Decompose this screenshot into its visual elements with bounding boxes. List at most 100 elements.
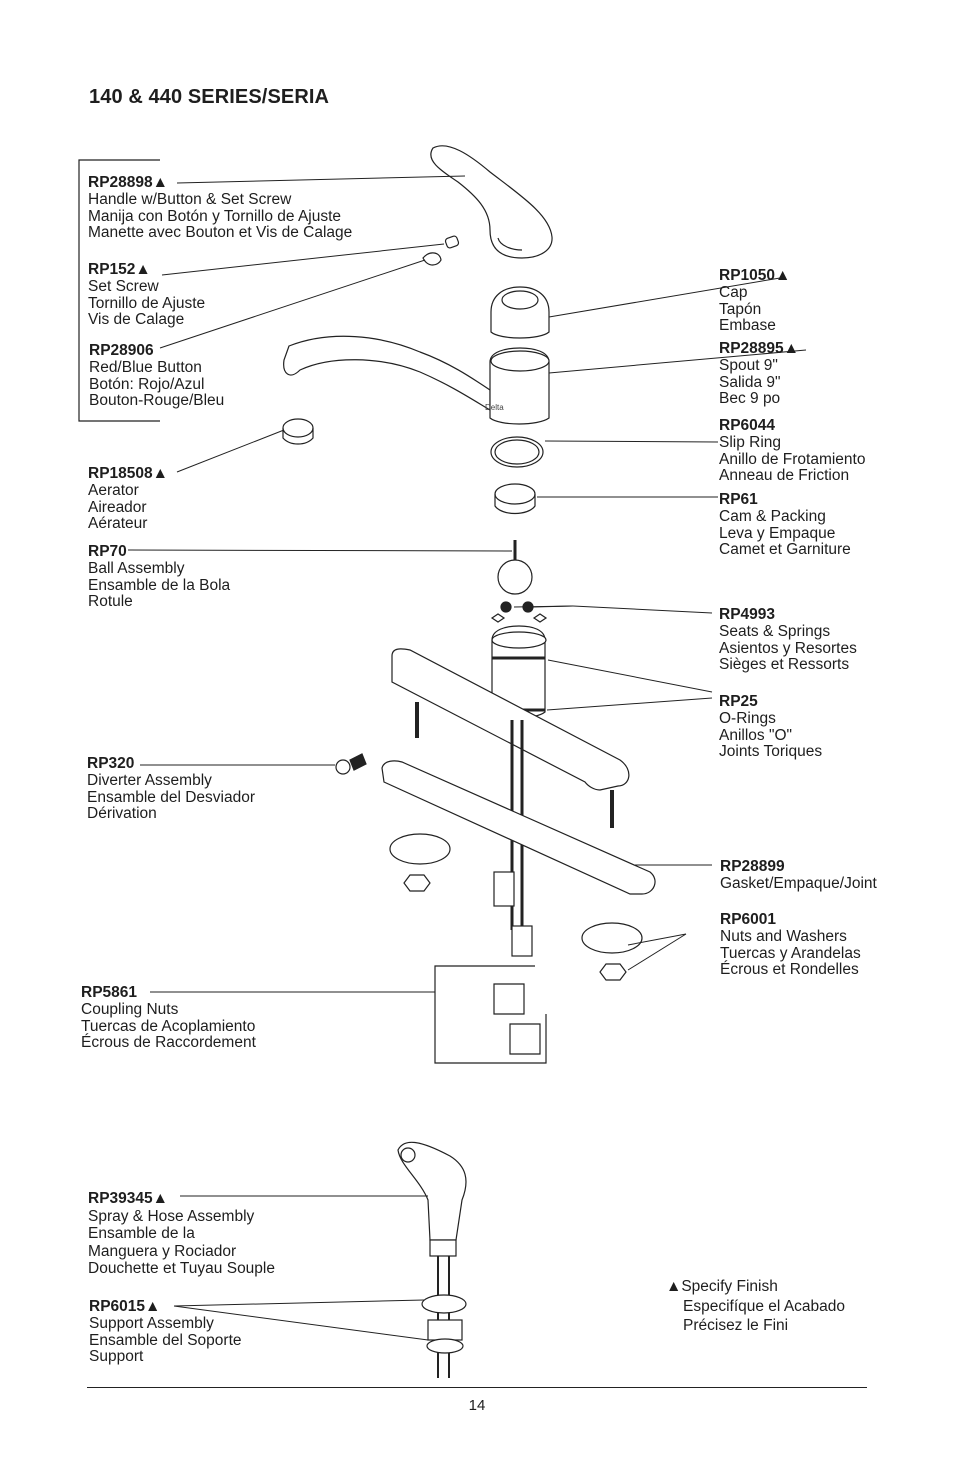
- part-desc: Salida 9": [719, 373, 781, 391]
- part-code: RP4993: [719, 606, 776, 623]
- callout-rp28899: RP28899 Gasket/Empaque/Joint: [720, 858, 877, 893]
- cam: [494, 483, 536, 505]
- part-desc: Botón: Rojo/Azul: [89, 375, 205, 393]
- part-code: RP70: [88, 543, 127, 560]
- spray-head: [397, 1141, 467, 1241]
- part-desc: Handle w/Button & Set Screw: [88, 190, 292, 208]
- callout-rp152: RP152▲ Set Screw Tornillo de Ajuste Vis …: [88, 261, 206, 329]
- finish-note-line: ▲Specify Finish: [666, 1278, 778, 1295]
- part-desc: Seats & Springs: [719, 622, 831, 640]
- callout-rp25: RP25 O-Rings Anillos "O" Joints Toriques: [719, 693, 823, 761]
- part-desc: Bec 9 po: [719, 390, 781, 408]
- part-desc: Support Assembly: [89, 1314, 214, 1332]
- part-code: RP39345▲: [88, 1190, 168, 1207]
- callout-rp28895: RP28895▲ Spout 9" Salida 9" Bec 9 po: [719, 340, 799, 408]
- coupling-nut: [493, 983, 525, 1015]
- seat: [500, 601, 512, 613]
- supply-fitting: [493, 871, 515, 907]
- part-code: RP6044: [719, 417, 776, 434]
- part-code: RP152▲: [88, 261, 151, 278]
- support-flange: [421, 1294, 467, 1314]
- part-desc: Tuercas de Acoplamiento: [81, 1017, 256, 1035]
- washer-right: [581, 922, 643, 954]
- part-desc: Ensamble de la: [88, 1225, 195, 1243]
- leader-lines: [127, 175, 807, 1341]
- part-desc: Leva y Empaque: [719, 524, 836, 542]
- part-desc: Anillos "O": [719, 726, 793, 744]
- washer-left: [389, 833, 451, 865]
- part-desc: Support: [89, 1348, 144, 1366]
- part-desc: Red/Blue Button: [89, 358, 202, 376]
- part-desc: Sièges et Ressorts: [719, 656, 850, 674]
- part-desc: Coupling Nuts: [81, 1000, 179, 1018]
- callout-rp6044: RP6044 Slip Ring Anillo de Frotamiento A…: [719, 417, 866, 485]
- part-desc: Spray & Hose Assembly: [88, 1207, 255, 1225]
- finish-note-line: Especifíque el Acabado: [683, 1297, 846, 1315]
- callout-rp4993: RP4993 Seats & Springs Asientos y Resort…: [719, 606, 857, 674]
- part-desc: Aérateur: [88, 515, 148, 533]
- part-desc: Gasket/Empaque/Joint: [720, 874, 877, 892]
- part-desc: Rotule: [88, 593, 133, 611]
- part-code: RP61: [719, 491, 758, 508]
- callout-rp6015: RP6015▲ Support Assembly Ensamble del So…: [89, 1298, 242, 1366]
- part-desc: Slip Ring: [719, 433, 782, 451]
- part-desc: Tornillo de Ajuste: [88, 294, 206, 312]
- part-code: RP28895▲: [719, 340, 799, 357]
- part-desc: Vis de Calage: [88, 311, 185, 329]
- part-code: RP5861: [81, 984, 138, 1001]
- part-desc: Tuercas y Arandelas: [720, 944, 861, 962]
- part-desc: Spout 9": [719, 356, 778, 374]
- part-desc: Anneau de Friction: [719, 467, 850, 485]
- callout-rp28906: RP28906 Red/Blue Button Botón: Rojo/Azul…: [89, 342, 225, 410]
- nut-left: [403, 874, 431, 892]
- coupling-nut-bracket: [434, 965, 547, 1064]
- part-desc: Ball Assembly: [88, 559, 185, 577]
- part-desc: Écrous de Raccordement: [81, 1034, 256, 1052]
- part-code: RP28898▲: [88, 174, 168, 191]
- callout-rp1050: RP1050▲ Cap Tapón Embase: [719, 267, 791, 335]
- left-callout-bracket: [78, 159, 160, 422]
- footer-rule: [87, 1387, 867, 1389]
- part-desc: Manette avec Bouton et Vis de Calage: [88, 224, 353, 242]
- set-screw: [444, 235, 460, 249]
- part-code: RP6001: [720, 911, 777, 928]
- part-desc: Manguera y Rociador: [88, 1242, 237, 1260]
- nut-right: [599, 963, 627, 981]
- part-desc: Écrous et Rondelles: [720, 961, 859, 979]
- spout-brand-mark: Delta: [485, 403, 504, 412]
- part-desc: Aerator: [88, 481, 139, 499]
- part-desc: Anillo de Frotamiento: [719, 450, 866, 468]
- part-desc: Manija con Botón y Tornillo de Ajuste: [88, 207, 342, 225]
- page-number: 14: [468, 1397, 486, 1414]
- spout: [283, 335, 491, 412]
- part-desc: Camet et Garniture: [719, 541, 851, 559]
- callout-rp18508: RP18508▲ Aerator Aireador Aérateur: [88, 465, 168, 533]
- part-code: RP18508▲: [88, 465, 168, 482]
- finish-note: ▲Specify Finish Especifíque el Acabado P…: [666, 1277, 845, 1336]
- button: [422, 252, 442, 266]
- part-desc: Joints Toriques: [719, 743, 823, 761]
- part-desc: Asientos y Resortes: [719, 639, 857, 657]
- part-desc: Nuts and Washers: [720, 927, 847, 945]
- part-desc: Cam & Packing: [719, 507, 826, 525]
- part-desc: Tapón: [719, 300, 762, 318]
- part-desc: Aireador: [88, 498, 147, 516]
- handle: [430, 145, 553, 259]
- callout-rp320: RP320 Diverter Assembly Ensamble del Des…: [87, 755, 256, 823]
- part-desc: Embase: [719, 317, 776, 335]
- part-desc: Bouton-Rouge/Bleu: [89, 392, 225, 410]
- diverter: [335, 759, 351, 775]
- callout-rp70: RP70 Ball Assembly Ensamble de la Bola R…: [88, 543, 230, 611]
- ball: [497, 559, 533, 595]
- part-code: RP1050▲: [719, 267, 791, 284]
- spring: [490, 613, 506, 623]
- callout-rp5861: RP5861 Coupling Nuts Tuercas de Acoplami…: [81, 984, 256, 1052]
- callout-rp61: RP61 Cam & Packing Leva y Empaque Camet …: [719, 491, 851, 559]
- part-code: RP28906: [89, 342, 154, 359]
- part-desc: O-Rings: [719, 709, 776, 727]
- part-desc: Dérivation: [87, 805, 157, 823]
- part-desc: Ensamble del Desviador: [87, 788, 256, 806]
- gasket: [381, 760, 656, 895]
